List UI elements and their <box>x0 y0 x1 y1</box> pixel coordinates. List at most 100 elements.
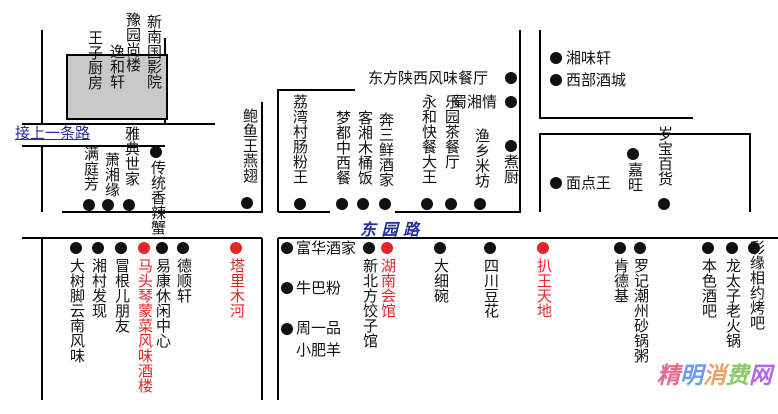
marker <box>156 242 168 254</box>
marker <box>83 199 95 211</box>
marker <box>357 198 369 210</box>
place-xinbeifang: 新北方饺子馆 <box>361 258 379 348</box>
place-dashu: 大树脚云南风味 <box>68 258 86 363</box>
marker <box>627 148 639 160</box>
street-edge <box>277 89 355 212</box>
place-yuyuan: 豫园尚楼 <box>124 12 142 72</box>
marker <box>102 199 114 211</box>
marker <box>505 72 517 84</box>
marker <box>658 198 670 210</box>
marker <box>123 199 135 211</box>
marker <box>70 242 82 254</box>
place-maogen: 冒根儿朋友 <box>113 258 131 333</box>
place-liwan: 荔湾村肠粉王 <box>291 94 309 184</box>
place-longtaizi: 龙太子老火锅 <box>724 258 742 348</box>
watermark-letter: 消 <box>703 363 726 389</box>
marker <box>726 242 738 254</box>
marker-highlight <box>230 242 242 254</box>
marker <box>702 242 714 254</box>
marker <box>614 242 626 254</box>
marker <box>281 323 293 335</box>
place-deshun: 德顺轩 <box>175 258 193 303</box>
watermark-logo: 精明消费网 <box>657 356 772 390</box>
marker <box>177 242 189 254</box>
marker-highlight <box>138 242 150 254</box>
street-edge <box>539 133 751 212</box>
marker <box>294 198 306 210</box>
place-chuantong: 传统香辣蟹 <box>149 160 167 235</box>
marker <box>445 198 457 210</box>
place-xibu: 西部酒城 <box>566 71 627 89</box>
marker-highlight <box>381 242 393 254</box>
marker <box>241 197 253 209</box>
place-bensan: 奔三鲜酒家 <box>377 112 395 187</box>
marker <box>421 198 433 210</box>
place-zhouyipin-2: 小肥羊 <box>296 341 342 359</box>
place-xiangcun: 湘村发现 <box>90 258 108 318</box>
place-caiyuan: 彩缘相约烤吧 <box>748 240 766 330</box>
place-daxiwan: 大细碗 <box>432 258 450 303</box>
marker-highlight <box>537 242 549 254</box>
place-zhuchu: 煮厨 <box>502 154 520 184</box>
place-fuhua: 富华酒家 <box>296 239 357 257</box>
place-luoji: 罗记潮州砂锅粥 <box>632 258 650 363</box>
place-xiangwei: 湘味轩 <box>566 49 612 67</box>
marker <box>336 198 348 210</box>
marker <box>550 74 562 86</box>
prev-road-link[interactable]: 接上一条路 <box>15 124 91 142</box>
road-name: 东 园 路 <box>360 220 420 239</box>
marker <box>434 242 446 254</box>
marker <box>484 242 496 254</box>
place-leyuan: 乐园茶餐厅 <box>443 94 461 169</box>
place-yuxiang: 渔乡米坊 <box>473 128 491 188</box>
watermark-letter: 明 <box>680 363 703 389</box>
place-mantingfang: 满庭芳 <box>82 146 100 191</box>
street-edge <box>62 102 263 213</box>
marker <box>634 242 646 254</box>
place-miandian: 面点王 <box>566 174 612 192</box>
marker <box>150 146 162 158</box>
place-kexiang: 客湘木桶饭 <box>356 110 374 185</box>
place-baoyu: 鲍鱼王燕翅 <box>241 108 259 183</box>
marker <box>505 140 517 152</box>
place-jiawang: 嘉旺 <box>626 162 644 192</box>
marker <box>550 177 562 189</box>
place-yihe: 逸和轩 <box>108 44 126 89</box>
place-wangzi: 王子厨房 <box>86 30 104 90</box>
place-xinnan: 新南国影院 <box>145 14 163 89</box>
watermark-letter: 精 <box>657 363 680 389</box>
street-edge <box>395 30 521 213</box>
place-suibao: 岁宝百货 <box>656 126 674 186</box>
place-hunan: 湖南会馆 <box>379 258 397 318</box>
place-yikang: 易康休闲中心 <box>154 258 172 348</box>
place-niubafen: 牛巴粉 <box>296 279 342 297</box>
building-block <box>66 54 168 120</box>
place-bawang: 扒王天地 <box>535 258 553 318</box>
marker <box>550 52 562 64</box>
marker <box>505 96 517 108</box>
marker <box>748 242 760 254</box>
place-mengdu: 梦都中西餐 <box>334 110 352 185</box>
place-matou: 马头琴蒙菜风味酒楼 <box>136 258 154 393</box>
marker <box>281 242 293 254</box>
marker <box>92 242 104 254</box>
marker <box>281 282 293 294</box>
place-yadian: 雅典世家 <box>123 126 141 186</box>
watermark-letter: 费 <box>726 363 749 389</box>
place-kendeji: 肯德基 <box>612 258 630 303</box>
marker <box>474 198 486 210</box>
street-edge <box>539 30 693 119</box>
marker <box>379 198 391 210</box>
watermark-letter: 网 <box>749 363 772 389</box>
place-bense: 本色酒吧 <box>700 258 718 318</box>
place-dongfang: 东方陕西风味餐厅 <box>368 69 489 87</box>
place-xiaoxiangyuan: 萧湘缘 <box>103 152 121 197</box>
place-sichuan: 四川豆花 <box>482 258 500 318</box>
place-yonghe: 永和快餐大王 <box>420 94 438 184</box>
place-talimuhe: 塔里木河 <box>228 258 246 318</box>
marker <box>363 242 375 254</box>
marker <box>115 242 127 254</box>
place-zhouyipin-1: 周一品 <box>296 319 342 337</box>
place-shuxiang: 蜀湘情 <box>452 93 498 111</box>
